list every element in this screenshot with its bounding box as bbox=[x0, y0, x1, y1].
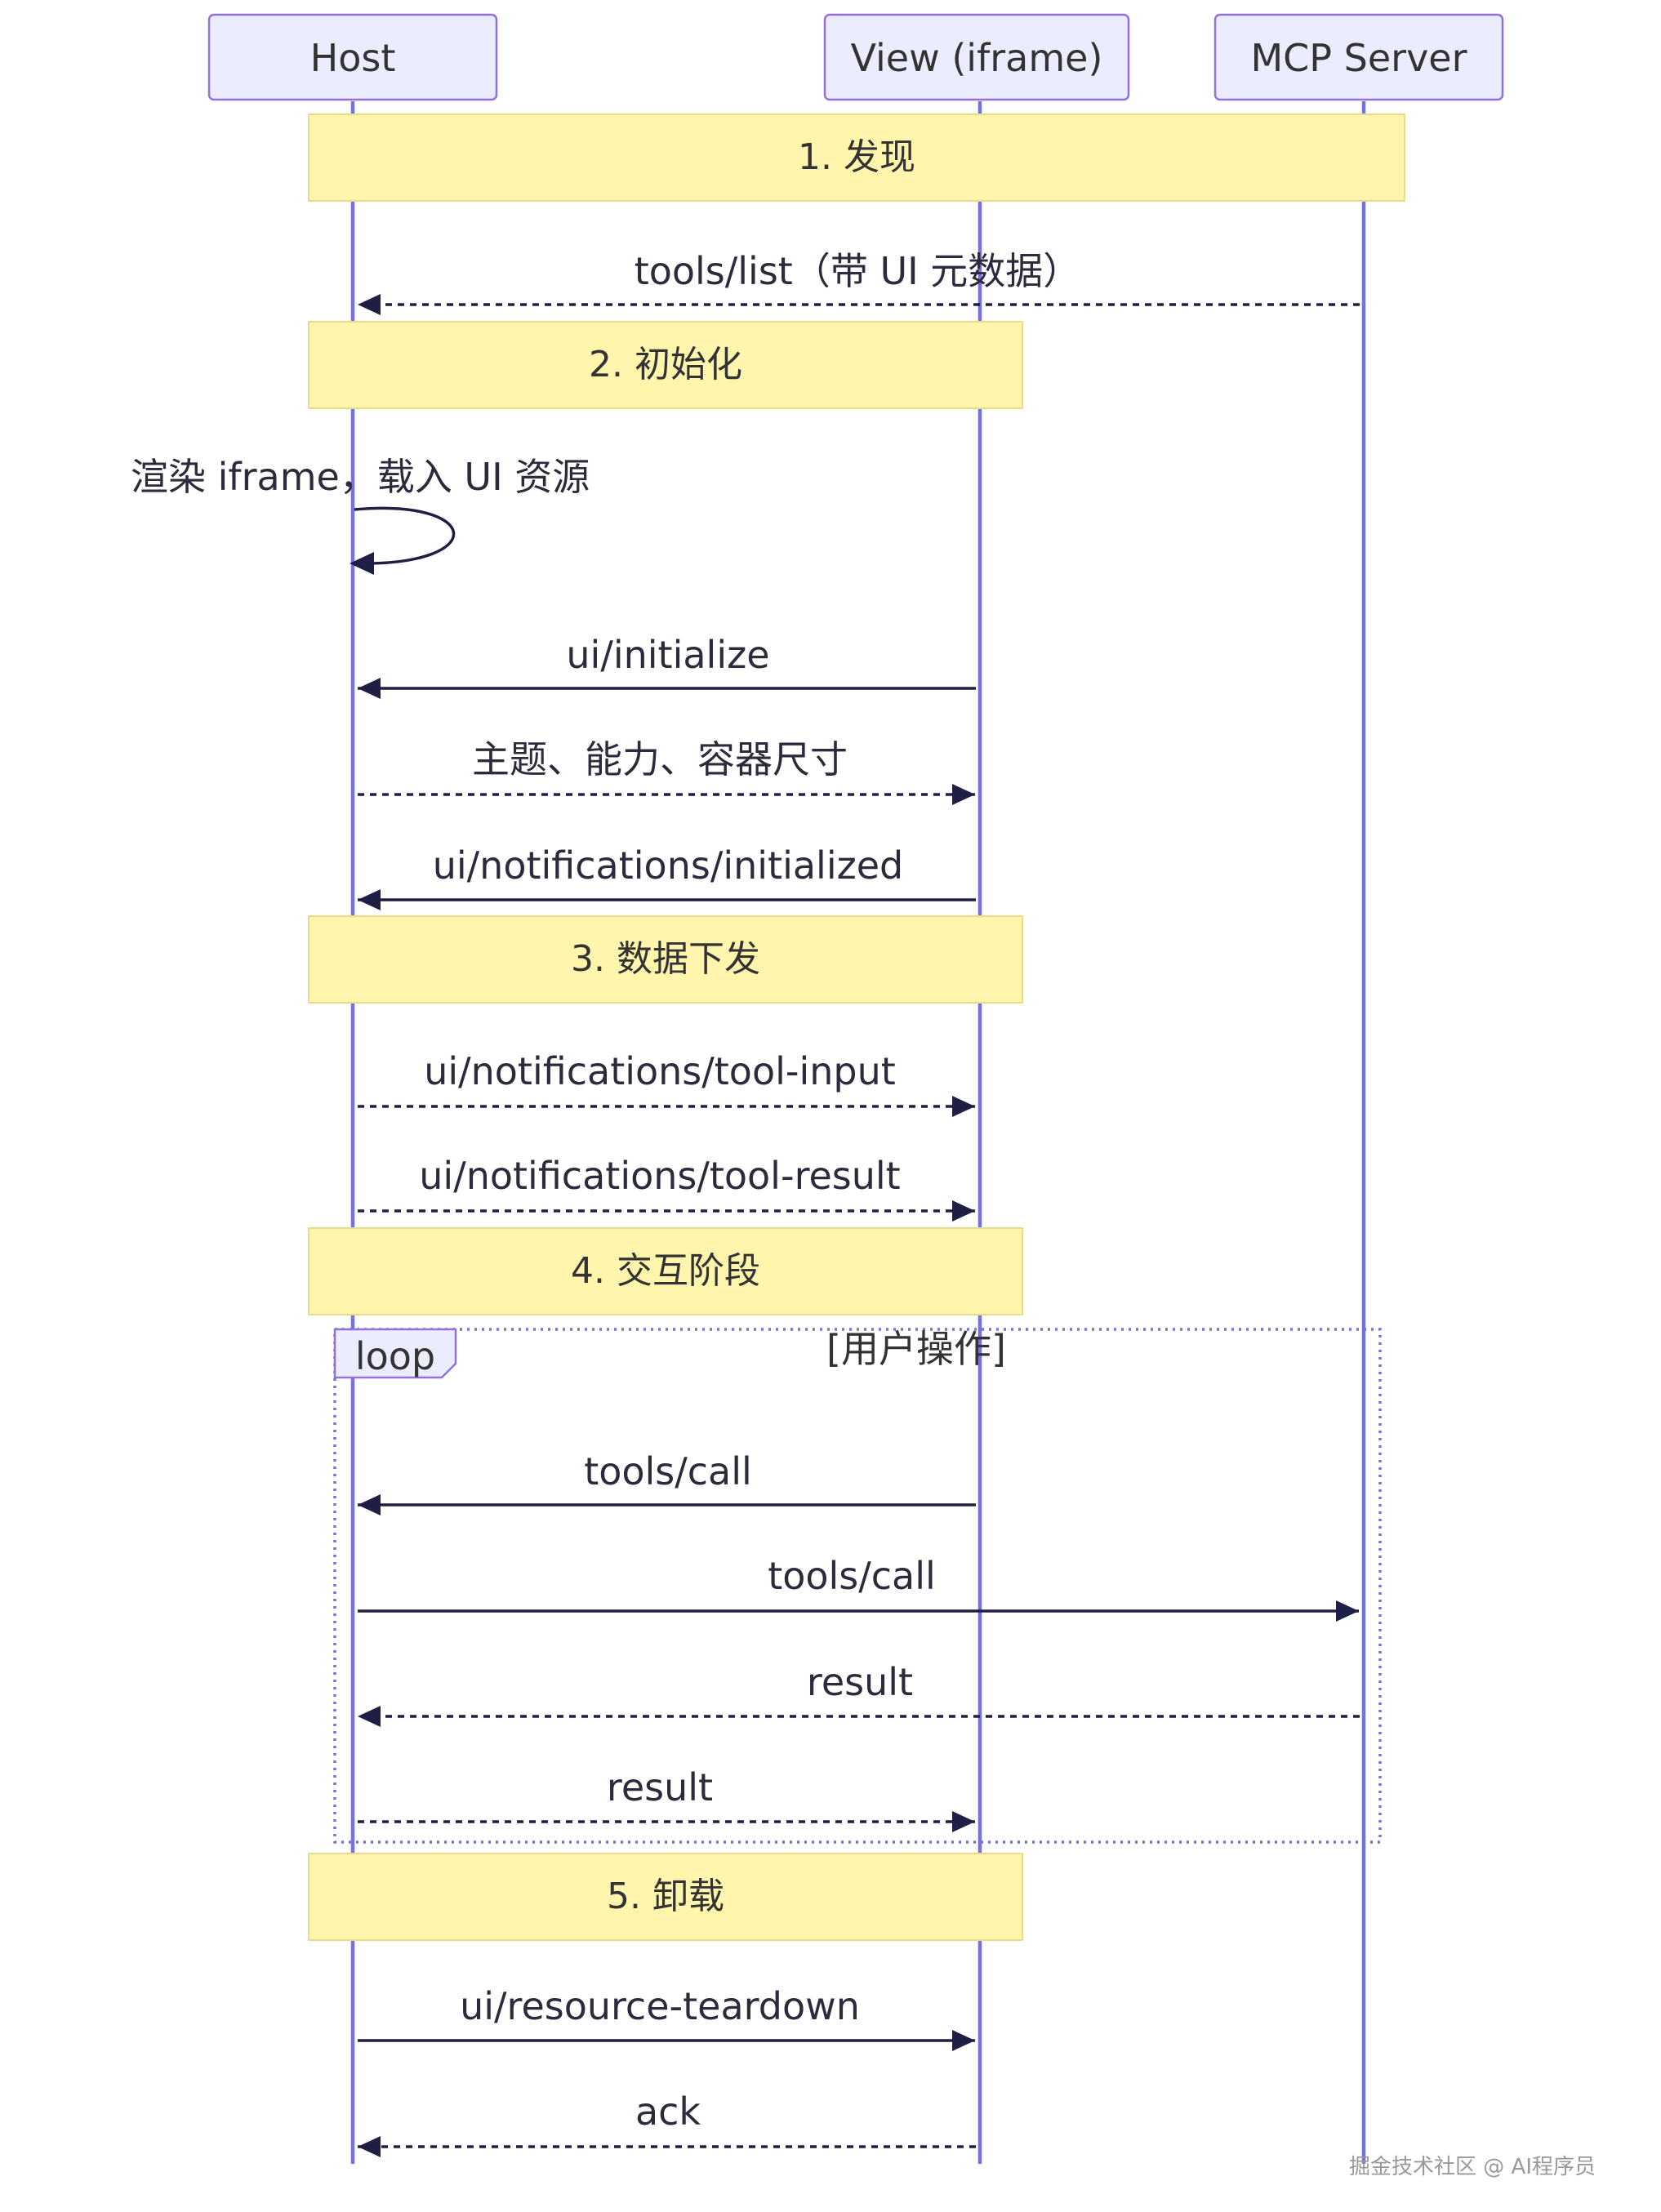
message-label: ack bbox=[635, 2090, 701, 2134]
arrowhead bbox=[952, 1096, 975, 1117]
phase-note-discovery: 1. 发现 bbox=[308, 113, 1405, 202]
phase-note-initialization: 2. 初始化 bbox=[308, 321, 1023, 409]
phase-note-box bbox=[308, 113, 1405, 202]
arrowhead bbox=[1336, 1600, 1359, 1622]
message-label: result bbox=[807, 1660, 913, 1704]
phase-note-label: 1. 发现 bbox=[798, 136, 915, 178]
message-tools-call-server: tools/call bbox=[358, 1554, 1359, 1622]
arrowhead bbox=[952, 2030, 975, 2051]
actor-label: MCP Server bbox=[1250, 36, 1467, 80]
message-tool-result: ui/notifications/tool-result bbox=[358, 1154, 975, 1222]
message-tool-input: ui/notifications/tool-input bbox=[358, 1049, 975, 1117]
arrowhead bbox=[358, 1494, 381, 1515]
phase-note-label: 3. 数据下发 bbox=[571, 938, 760, 980]
messages: tools/list（带 UI 元数据） 渲染 iframe，载入 UI 资源 … bbox=[131, 249, 1360, 2157]
message-label: tools/call bbox=[584, 1449, 752, 1493]
message-label: tools/call bbox=[768, 1554, 936, 1598]
phase-note-box bbox=[308, 1227, 1023, 1315]
loop-frame-border bbox=[333, 1328, 1382, 1844]
message-initialized: ui/notifications/initialized bbox=[358, 843, 976, 910]
message-label: ui/initialize bbox=[566, 633, 769, 677]
actor-box bbox=[1213, 13, 1504, 101]
watermark: 掘金技术社区 @ AI程序员 bbox=[1349, 2155, 1596, 2179]
message-theme-capabilities: 主题、能力、容器尺寸 bbox=[358, 737, 975, 805]
message-label: ui/notifications/tool-input bbox=[424, 1049, 896, 1093]
arrowhead bbox=[358, 889, 381, 910]
arrowhead bbox=[952, 1200, 975, 1222]
actor-box bbox=[823, 13, 1130, 101]
message-result-view: result bbox=[358, 1765, 975, 1832]
message-tools-call-view: tools/call bbox=[358, 1449, 976, 1515]
message-label: result bbox=[607, 1765, 713, 1809]
phase-notes: 1. 发现 2. 初始化 3. 数据下发 4. 交互阶段 5. 卸载 bbox=[308, 113, 1405, 1941]
loop-condition: [用户操作] bbox=[826, 1327, 1006, 1371]
message-self-render: 渲染 iframe，载入 UI 资源 bbox=[131, 455, 590, 575]
actor-box bbox=[207, 13, 498, 101]
phase-note-data-delivery: 3. 数据下发 bbox=[308, 915, 1023, 1004]
self-loop-arrow bbox=[354, 506, 456, 565]
phase-note-interaction: 4. 交互阶段 bbox=[308, 1227, 1023, 1315]
actor-host: Host bbox=[207, 13, 498, 101]
phase-note-box bbox=[308, 1853, 1023, 1941]
message-label: tools/list（带 UI 元数据） bbox=[635, 249, 1081, 293]
arrowhead bbox=[952, 1811, 975, 1832]
loop-tab bbox=[333, 1328, 457, 1379]
arrowhead bbox=[952, 784, 975, 805]
message-label: ui/notifications/initialized bbox=[433, 843, 904, 888]
message-ui-initialize: ui/initialize bbox=[358, 633, 976, 699]
message-label: ui/resource-teardown bbox=[460, 1984, 860, 2028]
message-result-server: result bbox=[358, 1660, 1360, 1727]
message-label: 主题、能力、容器尺寸 bbox=[472, 737, 848, 781]
phase-note-label: 4. 交互阶段 bbox=[571, 1250, 760, 1292]
arrowhead bbox=[358, 2136, 381, 2157]
arrowhead bbox=[358, 1706, 381, 1727]
actor-server: MCP Server bbox=[1213, 13, 1504, 101]
lifelines bbox=[350, 101, 1366, 2164]
phase-note-label: 2. 初始化 bbox=[589, 344, 742, 385]
arrowhead bbox=[358, 294, 381, 315]
phase-note-label: 5. 卸载 bbox=[607, 1876, 724, 1917]
message-ack: ack bbox=[358, 2090, 976, 2157]
arrowhead bbox=[358, 678, 381, 699]
loop-frame: loop [用户操作] bbox=[333, 1327, 1382, 1844]
message-tools-list: tools/list（带 UI 元数据） bbox=[358, 249, 1360, 315]
phase-note-box bbox=[308, 915, 1023, 1004]
actor-view: View (iframe) bbox=[823, 13, 1130, 101]
message-label: 渲染 iframe，载入 UI 资源 bbox=[131, 455, 590, 499]
phase-note-box bbox=[308, 321, 1023, 409]
actor-label: Host bbox=[310, 36, 396, 80]
phase-note-teardown: 5. 卸载 bbox=[308, 1853, 1023, 1941]
arrowhead bbox=[350, 552, 374, 575]
loop-label: loop bbox=[355, 1334, 435, 1378]
message-teardown: ui/resource-teardown bbox=[358, 1984, 975, 2051]
actors: Host View (iframe) MCP Server bbox=[207, 13, 1504, 101]
message-label: ui/notifications/tool-result bbox=[419, 1154, 900, 1198]
actor-label: View (iframe) bbox=[851, 36, 1103, 80]
